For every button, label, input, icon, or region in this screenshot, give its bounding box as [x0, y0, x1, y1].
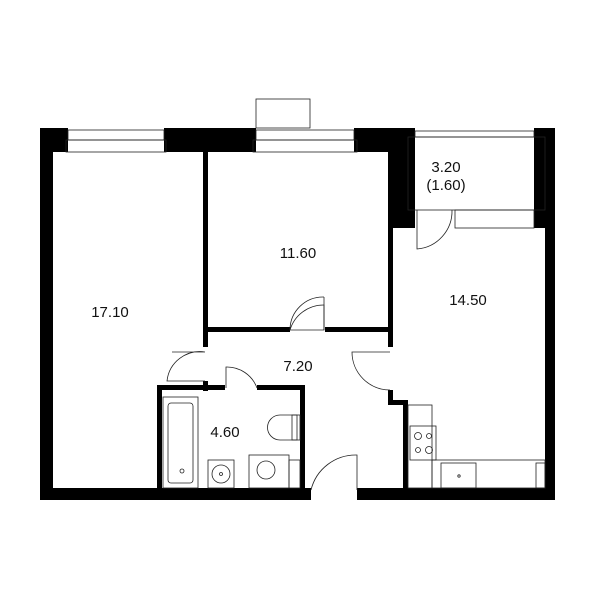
kitchen-counter — [407, 404, 546, 489]
room-area-bedroom-small: 11.60 — [280, 245, 316, 262]
toilet — [267, 414, 301, 441]
room-area-bathroom: 4.60 — [210, 424, 239, 441]
doors — [166, 209, 453, 491]
room-area-bedroom-large: 17.10 — [91, 304, 129, 321]
vent-shaft — [255, 98, 311, 129]
bathtub — [162, 396, 199, 489]
sink — [207, 459, 235, 489]
washing-machine — [248, 454, 301, 489]
walls — [40, 128, 555, 500]
room-reduced-area-balcony: (1.60) — [426, 177, 465, 194]
room-area-kitchen-living: 14.50 — [449, 292, 487, 309]
room-area-balcony: 3.20 — [431, 159, 460, 176]
windows — [65, 129, 546, 229]
room-area-hallway: 7.20 — [283, 358, 312, 375]
